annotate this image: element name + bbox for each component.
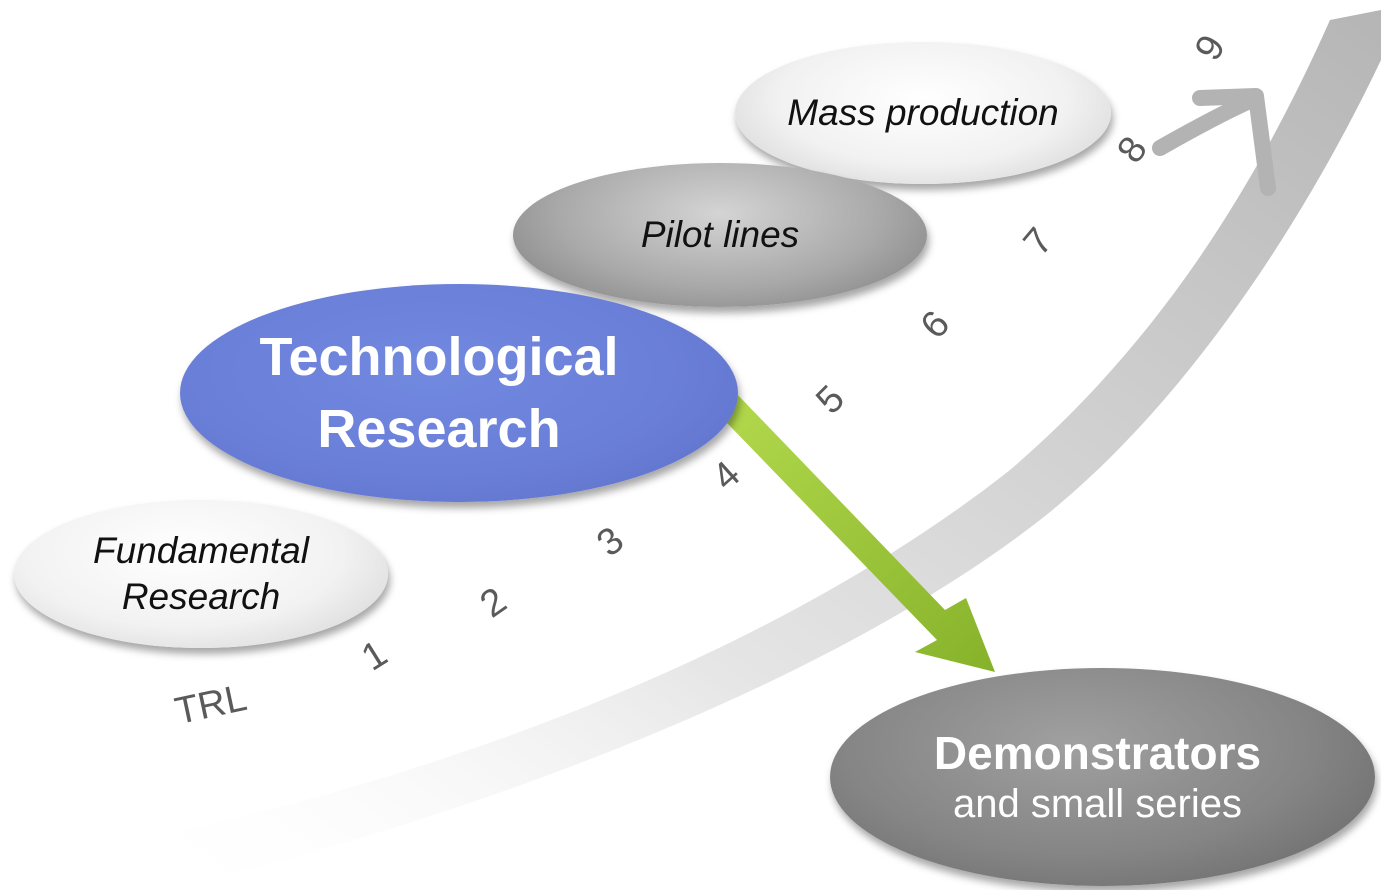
- stage-pilot-lines: Pilot lines: [513, 163, 927, 307]
- stage-mass-label: Mass production: [787, 92, 1059, 133]
- curve-arrow-head-icon: [1192, 88, 1276, 196]
- stage-tech-line1: Technological: [259, 327, 619, 387]
- stage-demo-subtitle: and small series: [952, 782, 1242, 826]
- curve-arrow-shaft: [1152, 92, 1260, 156]
- stage-pilot-label: Pilot lines: [640, 214, 800, 255]
- stage-tech-line2: Research: [317, 399, 561, 459]
- stage-mass-production: Mass production: [735, 42, 1111, 184]
- stage-technological-research: Technological Research: [180, 284, 738, 502]
- stage-fundamental-line1: Fundamental: [93, 530, 309, 571]
- stage-fundamental-research: Fundamental Research: [14, 500, 388, 648]
- stage-demo-title: Demonstrators: [933, 727, 1262, 779]
- stage-demonstrators: Demonstrators and small series: [830, 668, 1375, 886]
- stage-fundamental-line2: Research: [121, 576, 281, 617]
